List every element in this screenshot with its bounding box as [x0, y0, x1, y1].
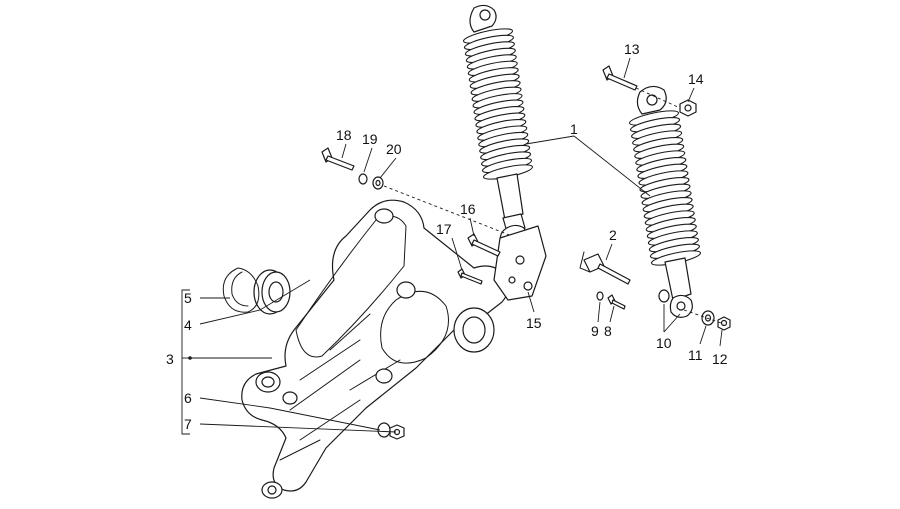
left-shock-spring: [462, 28, 534, 180]
callout-numbers: 1 2 3 4 5 6 7 8 9 10 11 12 13 14 15 16 1…: [166, 41, 728, 432]
shock-mount-bracket: [493, 225, 547, 301]
callout-3: 3: [166, 351, 174, 367]
stud-pin-2: [579, 251, 631, 285]
leader-lines: [181, 57, 725, 435]
callout-12: 12: [712, 351, 728, 367]
bolt-13: [602, 65, 638, 91]
left-shock-absorber: [462, 4, 534, 250]
nut-20: [372, 176, 384, 190]
callout-7: 7: [184, 416, 192, 432]
callout-20: 20: [386, 141, 402, 157]
callout-2: 2: [609, 227, 617, 243]
callout-11: 11: [688, 347, 703, 363]
screw-17: [457, 268, 483, 285]
callout-15: 15: [526, 315, 542, 331]
callout-14: 14: [688, 71, 704, 87]
callout-5: 5: [184, 290, 192, 306]
bolt-18: [321, 147, 355, 171]
nut-14: [679, 99, 697, 117]
callout-4: 4: [184, 317, 192, 333]
callout-9: 9: [591, 323, 599, 339]
right-shock-absorber: [628, 85, 702, 318]
bearing-4: [253, 269, 291, 315]
callout-13: 13: [624, 41, 640, 57]
callout-10: 10: [656, 335, 672, 351]
screw-8: [607, 294, 626, 310]
callout-19: 19: [362, 131, 378, 147]
bolt-16: [467, 233, 501, 257]
circlip-5: [222, 267, 260, 313]
callout-1: 1: [570, 121, 578, 137]
swing-arm-casting: [241, 199, 510, 499]
callout-16: 16: [460, 201, 476, 217]
nut-7: [389, 424, 405, 440]
nut-12: [717, 316, 731, 331]
callout-17: 17: [436, 221, 452, 237]
callout-18: 18: [336, 127, 352, 143]
callout-8: 8: [604, 323, 612, 339]
callout-6: 6: [184, 390, 192, 406]
washer-19: [358, 173, 368, 185]
washer-9: [596, 291, 604, 301]
washer-10: [658, 289, 670, 303]
